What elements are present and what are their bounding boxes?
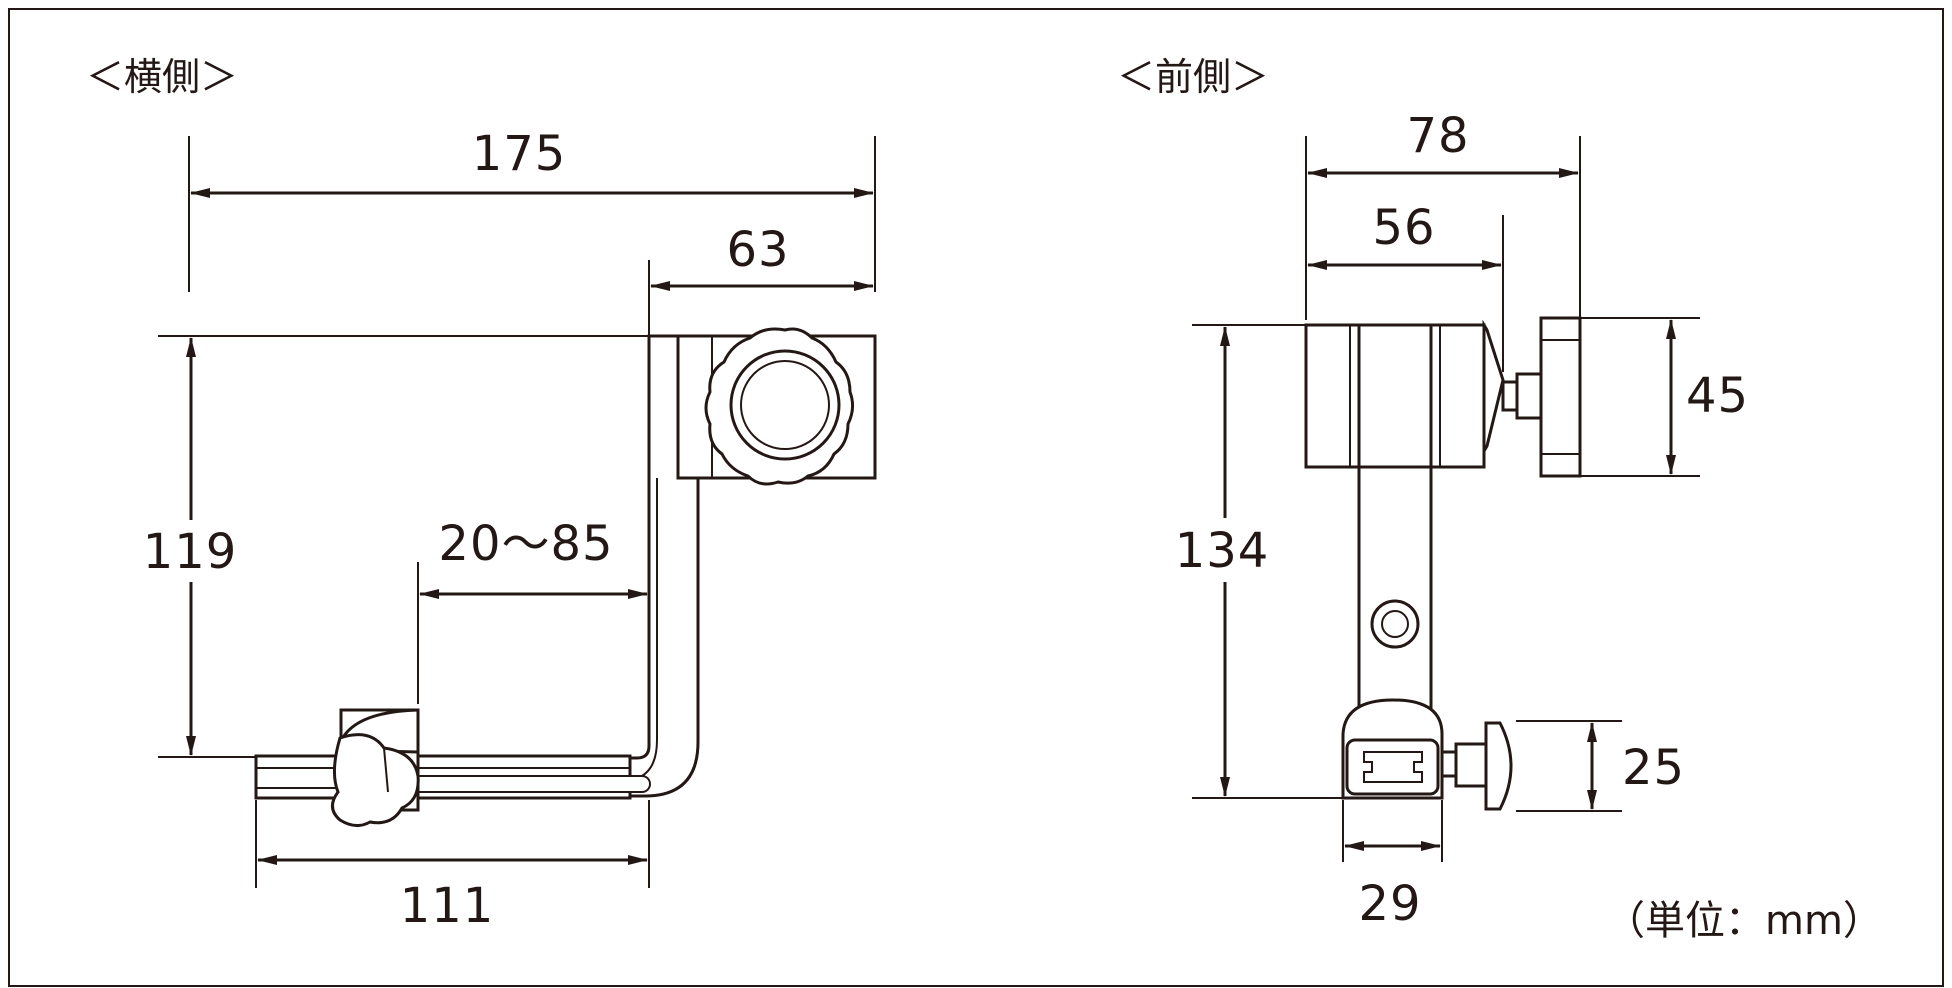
side-horizontal-bar bbox=[254, 754, 651, 800]
unit-note: （単位：mm） bbox=[1605, 898, 1883, 944]
side-view: ＜横側＞ 175 63 119 20～85 111 bbox=[86, 55, 877, 934]
dim-20-85: 20～85 bbox=[438, 516, 613, 572]
front-view-title: ＜前側＞ bbox=[1117, 55, 1269, 99]
side-view-title: ＜横側＞ bbox=[86, 55, 238, 99]
side-head-knob bbox=[704, 327, 855, 486]
dim-29: 29 bbox=[1358, 876, 1421, 932]
dim-78: 78 bbox=[1406, 108, 1469, 164]
dim-25: 25 bbox=[1622, 740, 1685, 796]
dim-63: 63 bbox=[726, 222, 789, 278]
dim-175: 175 bbox=[472, 126, 567, 182]
front-top-knob bbox=[1501, 316, 1582, 478]
dim-111: 111 bbox=[400, 878, 495, 934]
front-lower-clamp bbox=[1341, 698, 1513, 811]
drawing-border bbox=[8, 8, 1944, 987]
dim-45: 45 bbox=[1686, 368, 1749, 424]
dim-134: 134 bbox=[1175, 523, 1270, 579]
side-lower-clamp bbox=[331, 708, 420, 827]
dim-119: 119 bbox=[143, 524, 238, 580]
front-view: ＜前側＞ 78 56 45 134 25 29 bbox=[1117, 55, 1749, 932]
dim-56: 56 bbox=[1372, 200, 1435, 256]
front-top-block bbox=[1304, 319, 1505, 469]
